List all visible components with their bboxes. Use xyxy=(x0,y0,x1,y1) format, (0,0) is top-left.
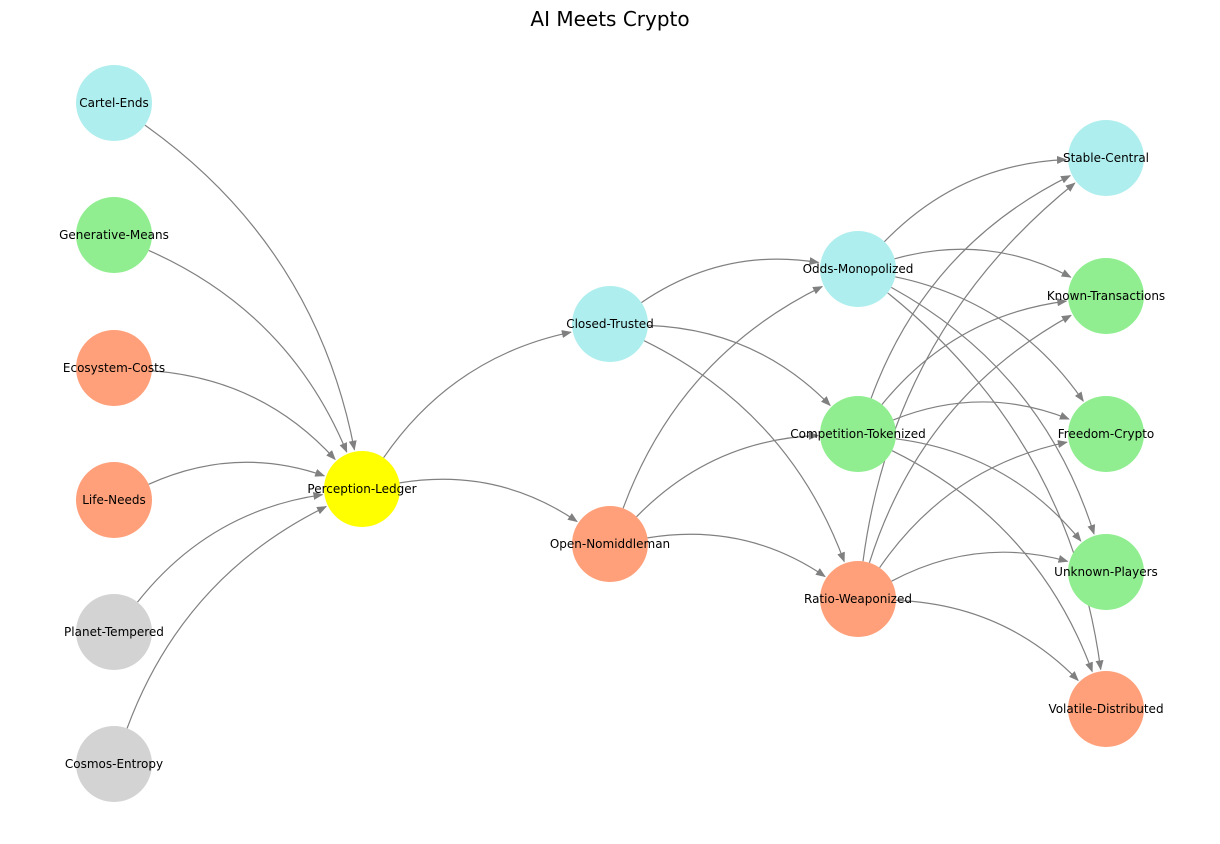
node-label-planet-tempered: Planet-Tempered xyxy=(64,625,164,639)
node-circle-closed-trusted xyxy=(572,286,648,362)
node-circle-competition-tokenized xyxy=(820,396,896,472)
node-cosmos-entropy: Cosmos-Entropy xyxy=(65,726,163,802)
diagram-title: AI Meets Crypto xyxy=(530,7,689,31)
edge-perception-ledger-to-open-nomiddleman xyxy=(399,478,578,523)
edge-odds-monopolized-to-unknown-players xyxy=(891,286,1096,535)
edge-ratio-weaponized-to-stable-central xyxy=(862,182,1076,562)
edge-open-nomiddleman-to-competition-tokenized xyxy=(636,431,819,518)
node-circle-ecosystem-costs xyxy=(76,330,152,406)
edge-open-nomiddleman-to-ratio-weaponized xyxy=(647,533,826,578)
node-label-cosmos-entropy: Cosmos-Entropy xyxy=(65,757,163,771)
node-open-nomiddleman: Open-Nomiddleman xyxy=(550,506,670,582)
node-ratio-weaponized: Ratio-Weaponized xyxy=(804,561,912,637)
edge-layer xyxy=(126,124,1104,729)
edge-ratio-weaponized-to-unknown-players xyxy=(891,551,1069,582)
edge-perception-ledger-to-closed-trusted xyxy=(383,330,572,459)
node-life-needs: Life-Needs xyxy=(76,462,152,538)
node-known-transactions: Known-Transactions xyxy=(1047,258,1165,334)
edge-closed-trusted-to-competition-tokenized xyxy=(647,324,831,407)
node-circle-life-needs xyxy=(76,462,152,538)
node-closed-trusted: Closed-Trusted xyxy=(566,286,654,362)
node-label-perception-ledger: Perception-Ledger xyxy=(307,482,416,496)
node-label-odds-monopolized: Odds-Monopolized xyxy=(803,262,914,276)
edge-competition-tokenized-to-volatile-distributed xyxy=(891,450,1093,673)
edge-cartel-ends-to-perception-ledger xyxy=(144,124,357,451)
edge-cosmos-entropy-to-perception-ledger xyxy=(126,506,327,729)
edge-competition-tokenized-to-known-transactions xyxy=(881,298,1068,405)
node-label-volatile-distributed: Volatile-Distributed xyxy=(1048,702,1163,716)
node-label-ratio-weaponized: Ratio-Weaponized xyxy=(804,592,912,606)
node-circle-planet-tempered xyxy=(76,594,152,670)
node-circle-odds-monopolized xyxy=(820,231,896,307)
edge-odds-monopolized-to-freedom-crypto xyxy=(895,276,1084,402)
edge-ratio-weaponized-to-freedom-crypto xyxy=(879,440,1068,569)
node-label-stable-central: Stable-Central xyxy=(1063,151,1149,165)
edge-competition-tokenized-to-unknown-players xyxy=(895,438,1082,542)
node-perception-ledger: Perception-Ledger xyxy=(307,451,417,527)
node-cartel-ends: Cartel-Ends xyxy=(76,65,152,141)
node-circle-cosmos-entropy xyxy=(76,726,152,802)
node-circle-ratio-weaponized xyxy=(820,561,896,637)
node-label-closed-trusted: Closed-Trusted xyxy=(566,317,654,331)
edge-ratio-weaponized-to-volatile-distributed xyxy=(895,599,1079,682)
edge-odds-monopolized-to-known-transactions xyxy=(894,248,1072,278)
node-circle-stable-central xyxy=(1068,120,1144,196)
edge-odds-monopolized-to-stable-central xyxy=(883,155,1067,243)
node-circle-perception-ledger xyxy=(324,451,400,527)
node-circle-generative-means xyxy=(76,197,152,273)
edge-ratio-weaponized-to-known-transactions xyxy=(868,314,1072,563)
edge-closed-trusted-to-odds-monopolized xyxy=(641,257,820,304)
node-planet-tempered: Planet-Tempered xyxy=(64,594,164,670)
node-ecosystem-costs: Ecosystem-Costs xyxy=(63,330,165,406)
node-label-unknown-players: Unknown-Players xyxy=(1054,565,1158,579)
node-label-life-needs: Life-Needs xyxy=(82,493,146,507)
node-label-generative-means: Generative-Means xyxy=(59,228,169,242)
edge-life-needs-to-perception-ledger xyxy=(148,461,326,485)
node-unknown-players: Unknown-Players xyxy=(1054,534,1158,610)
node-label-known-transactions: Known-Transactions xyxy=(1047,289,1165,303)
node-generative-means: Generative-Means xyxy=(59,197,169,273)
node-label-ecosystem-costs: Ecosystem-Costs xyxy=(63,361,165,375)
edge-generative-means-to-perception-ledger xyxy=(148,249,348,453)
edge-open-nomiddleman-to-odds-monopolized xyxy=(622,286,823,509)
node-freedom-crypto: Freedom-Crypto xyxy=(1058,396,1155,472)
node-volatile-distributed: Volatile-Distributed xyxy=(1048,671,1164,747)
node-label-freedom-crypto: Freedom-Crypto xyxy=(1058,427,1155,441)
node-circle-unknown-players xyxy=(1068,534,1144,610)
node-layer: Cosmos-Entropy Planet-Tempered Life-Needs E… xyxy=(59,65,1165,802)
node-competition-tokenized: Competition-Tokenized xyxy=(790,396,926,472)
edge-planet-tempered-to-perception-ledger xyxy=(137,492,324,603)
edge-odds-monopolized-to-volatile-distributed xyxy=(887,292,1104,671)
node-circle-volatile-distributed xyxy=(1068,671,1144,747)
edge-competition-tokenized-to-stable-central xyxy=(870,175,1071,399)
node-label-cartel-ends: Cartel-Ends xyxy=(79,96,148,110)
node-stable-central: Stable-Central xyxy=(1063,120,1149,196)
node-circle-cartel-ends xyxy=(76,65,152,141)
node-label-competition-tokenized: Competition-Tokenized xyxy=(790,427,925,441)
node-circle-open-nomiddleman xyxy=(572,506,648,582)
node-circle-freedom-crypto xyxy=(1068,396,1144,472)
node-label-open-nomiddleman: Open-Nomiddleman xyxy=(550,537,670,551)
edge-ecosystem-costs-to-perception-ledger xyxy=(151,370,336,461)
node-odds-monopolized: Odds-Monopolized xyxy=(803,231,914,307)
node-circle-known-transactions xyxy=(1068,258,1144,334)
edge-competition-tokenized-to-freedom-crypto xyxy=(893,401,1070,421)
edge-closed-trusted-to-ratio-weaponized xyxy=(643,340,845,563)
